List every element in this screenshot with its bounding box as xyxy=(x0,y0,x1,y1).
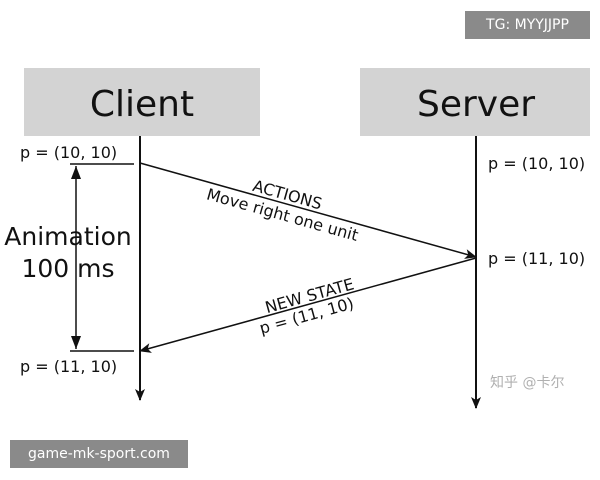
client-state-before: p = (10, 10) xyxy=(20,143,117,162)
actions-arrow xyxy=(139,162,477,259)
client-header xyxy=(24,68,260,136)
animation-duration-label: 100 ms xyxy=(21,254,114,283)
animation-arrowhead-top xyxy=(71,166,81,179)
top-badge: TG: MYYJJPP xyxy=(465,11,590,39)
bottom-badge: game-mk-sport.com xyxy=(10,440,188,468)
server-header xyxy=(360,68,590,136)
client-state-after: p = (11, 10) xyxy=(20,357,117,376)
server-title: Server xyxy=(417,84,535,125)
new-state-arrow xyxy=(139,257,477,353)
client-title: Client xyxy=(90,84,194,125)
server-state-after: p = (11, 10) xyxy=(488,249,585,268)
animation-label: Animation xyxy=(4,222,131,251)
server-state-before: p = (10, 10) xyxy=(488,154,585,173)
watermark: 知乎 @卡尔 xyxy=(490,374,564,391)
animation-arrowhead-bottom xyxy=(71,336,81,349)
